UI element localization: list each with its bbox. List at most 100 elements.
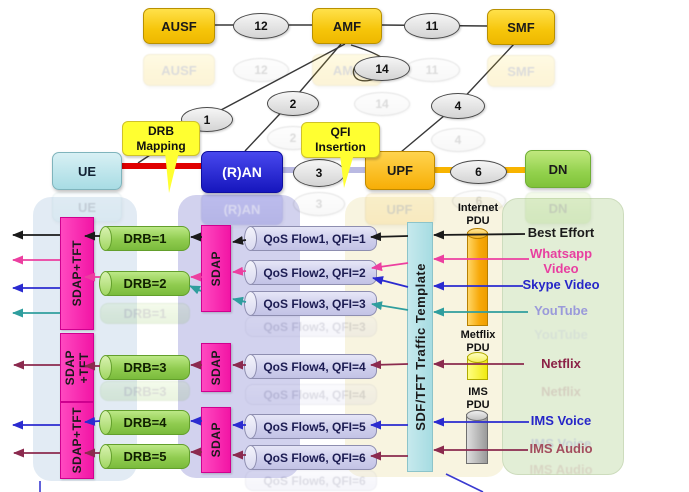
drb-3-cap	[99, 355, 112, 380]
ghost-drb-3: DRB=3	[100, 381, 190, 401]
ghost-service-youtube: YouTube	[534, 327, 588, 342]
service-ims-audio: IMS Audio	[529, 441, 593, 456]
service-skype-video: Skype Video	[522, 277, 600, 292]
qos-flow-3: QoS Flow3, QFI=3	[244, 291, 377, 316]
ran-sdap-2: SDAP	[201, 343, 231, 392]
service-whatsapp-video: Whatsapp Video	[529, 246, 593, 276]
ghost-oval-6: 6	[452, 190, 506, 212]
ghost-oval-4: 4	[431, 128, 485, 152]
interface-oval-2: 2	[267, 91, 319, 116]
ran-sdap-3: SDAP	[201, 407, 231, 473]
ghost-ran: (R)AN	[201, 193, 283, 225]
interface-oval-11: 11	[404, 13, 460, 39]
drb-mapping-pointer	[165, 152, 179, 193]
node-dn: DN	[525, 150, 591, 188]
metflix-pdu-label: Metflix PDU	[460, 329, 496, 355]
ran-sdap-1: SDAP	[201, 225, 231, 312]
interface-oval-3: 3	[293, 159, 345, 187]
ue-sdap-tft-2-label: SDAP +TFT	[63, 349, 91, 386]
drb-4: DRB=4	[99, 410, 190, 435]
qos-flow-2-label: QoS Flow2, QFI=2	[263, 265, 366, 280]
interface-oval-6: 6	[450, 160, 507, 184]
drb-1-cap	[99, 226, 112, 251]
drb-1: DRB=1	[99, 226, 190, 251]
sdf-tft-traffic-template: SDF/TFT Traffic Template	[407, 222, 433, 472]
ghost-qos-flow-6: QoS Flow6, QFI=6	[245, 470, 377, 491]
ghost-smf: SMF	[487, 55, 555, 87]
qos-flow-4: QoS Flow4, QFI=4	[244, 354, 377, 379]
qos-flow-2-cap	[244, 260, 257, 285]
ue-ran-link	[118, 163, 203, 169]
interface-oval-14: 14	[354, 56, 410, 81]
ims-pdu-cap	[466, 410, 488, 421]
drb-3: DRB=3	[99, 355, 190, 380]
qos-flow-1-cap	[244, 226, 257, 251]
service-ims-voice: IMS Voice	[530, 413, 592, 428]
services-panel	[502, 198, 624, 475]
drb-4-cap	[99, 410, 112, 435]
qos-flow-4-cap	[244, 354, 257, 379]
service-best-effort: Best Effort	[527, 225, 595, 240]
drb-5-cap	[99, 444, 112, 469]
internet-pdu-cylinder	[467, 228, 488, 326]
qos-flow-4-label: QoS Flow4, QFI=4	[263, 359, 366, 374]
ghost-service-ims-audio: IMS Audio	[529, 462, 593, 477]
ran-sdap-1-label: SDAP	[209, 250, 223, 287]
drb-5-label: DRB=5	[123, 449, 167, 464]
ue-sdap-tft-3: SDAP+TFT	[60, 402, 94, 479]
drb-1-label: DRB=1	[123, 231, 167, 246]
sdf-tft-traffic-template-label: SDF/TFT Traffic Template	[412, 263, 428, 431]
qos-flow-5-label: QoS Flow5, QFI=5	[263, 419, 366, 434]
qos-flow-6-label: QoS Flow6, QFI=6	[263, 450, 366, 465]
ghost-qos-flow-4: QoS Flow4, QFI=4	[245, 384, 377, 405]
qfi-insertion-pointer	[340, 154, 354, 188]
ghost-dn: DN	[525, 192, 591, 224]
ghost-qos-flow-3: QoS Flow3, QFI=3	[245, 316, 377, 337]
qos-flow-6: QoS Flow6, QFI=6	[244, 445, 377, 470]
service-netflix: Netflix	[541, 356, 581, 371]
ue-sdap-tft-1: SDAP+TFT	[60, 217, 94, 330]
interface-oval-4: 4	[431, 93, 485, 119]
ims-pdu-cylinder	[466, 410, 488, 464]
node-ran: (R)AN	[201, 151, 283, 193]
ue-sdap-tft-3-label: SDAP+TFT	[70, 407, 84, 474]
internet-pdu-cap	[467, 228, 488, 239]
qos-flow-2: QoS Flow2, QFI=2	[244, 260, 377, 285]
ue-sdap-tft-2: SDAP +TFT	[60, 333, 94, 402]
drb-5: DRB=5	[99, 444, 190, 469]
qos-flow-5-cap	[244, 414, 257, 439]
service-youtube: YouTube	[534, 303, 588, 318]
interface-oval-12: 12	[233, 13, 289, 39]
drb-2: DRB=2	[99, 271, 190, 296]
drb-2-label: DRB=2	[123, 276, 167, 291]
drb-2-cap	[99, 271, 112, 296]
ghost-oval-12: 12	[233, 58, 289, 82]
drb-4-label: DRB=4	[123, 415, 167, 430]
qos-flow-5: QoS Flow5, QFI=5	[244, 414, 377, 439]
ghost-drb-1: DRB=1	[100, 303, 190, 324]
ghost-service-ims-voice: IMS Voice	[530, 436, 592, 451]
ghost-ausf: AUSF	[143, 54, 215, 86]
ue-sdap-tft-1-label: SDAP+TFT	[70, 240, 84, 307]
qos-flow-3-label: QoS Flow3, QFI=3	[263, 296, 366, 311]
ran-sdap-2-label: SDAP	[209, 349, 223, 386]
drb-mapping-callout: DRB Mapping	[122, 121, 200, 156]
internet-pdu-label: Internet PDU	[457, 202, 499, 228]
ghost-service-netflix: Netflix	[541, 384, 581, 399]
node-smf: SMF	[487, 9, 555, 45]
drb-3-label: DRB=3	[123, 360, 167, 375]
node-amf: AMF	[312, 8, 382, 44]
metflix-pdu-cylinder	[467, 352, 488, 380]
node-ausf: AUSF	[143, 8, 215, 44]
ghost-oval-3: 3	[293, 192, 345, 216]
ims-pdu-label: IMS PDU	[466, 386, 490, 412]
qfi-insertion-callout: QFI Insertion	[301, 122, 380, 158]
qos-flow-1-label: QoS Flow1, QFI=1	[263, 231, 366, 246]
node-upf: UPF	[365, 151, 435, 190]
node-ue: UE	[52, 152, 122, 190]
qos-flow-3-cap	[244, 291, 257, 316]
ran-sdap-3-label: SDAP	[209, 422, 223, 458]
metflix-pdu-cap	[467, 352, 488, 363]
qos-flow-6-cap	[244, 445, 257, 470]
